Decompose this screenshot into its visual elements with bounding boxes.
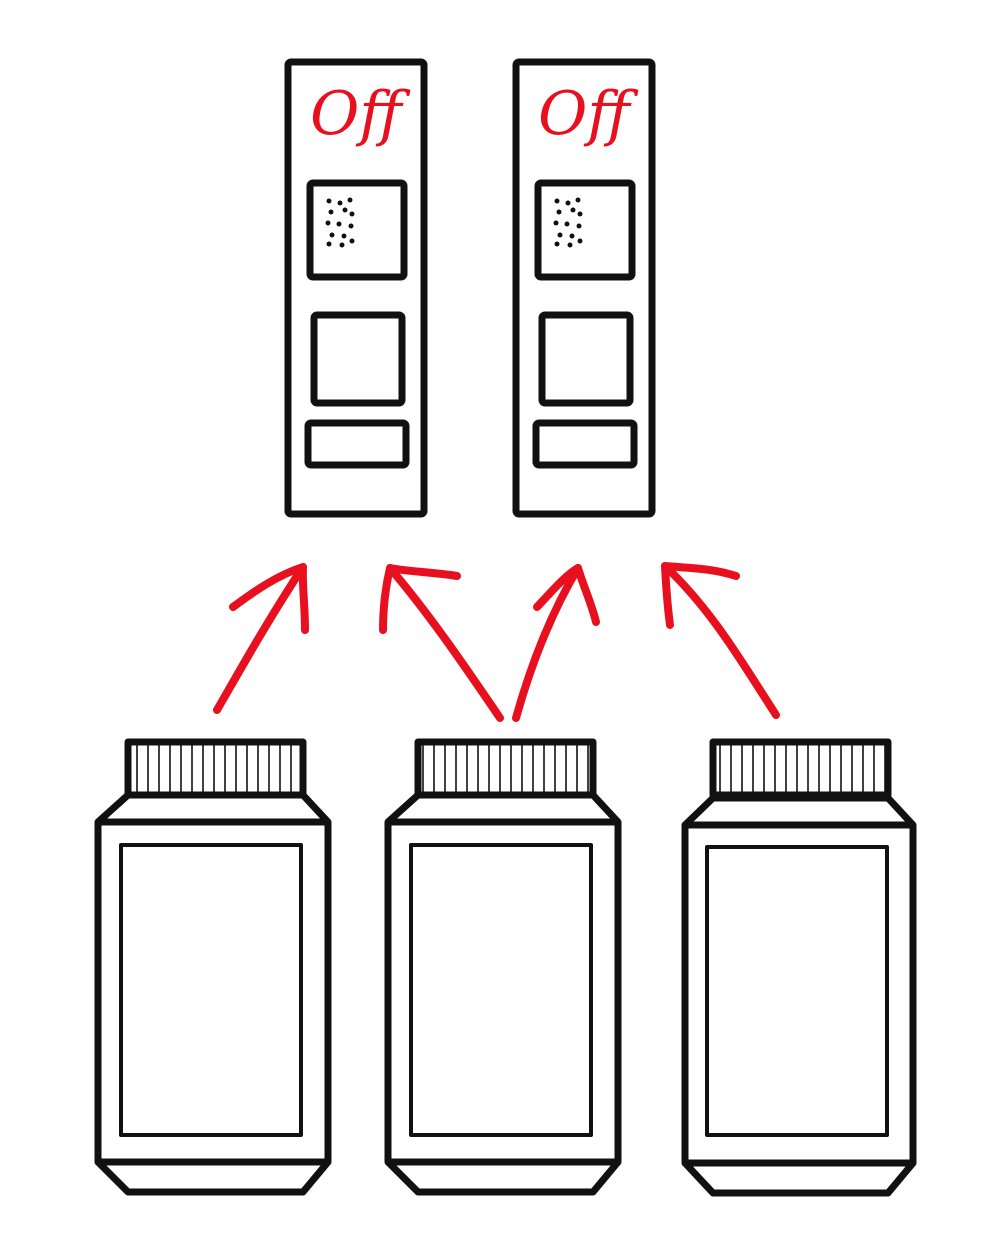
arrows xyxy=(213,562,780,722)
arrow-jar-middle-to-unit-left xyxy=(379,564,504,722)
control-unit-left: Off xyxy=(284,58,428,518)
jar-lid xyxy=(414,738,597,799)
jar-label-area xyxy=(119,843,303,1137)
unit-slot xyxy=(304,419,410,469)
jar-icon xyxy=(681,738,917,1197)
arrow-jar-left-to-unit-left xyxy=(213,563,309,714)
control-unit-right: Off xyxy=(512,58,656,518)
jar-left xyxy=(94,738,332,1196)
status-label: Off xyxy=(310,79,411,149)
unit-body xyxy=(284,58,428,518)
speaker-grille-icon xyxy=(534,179,636,281)
jar-icon xyxy=(94,738,332,1196)
unit-panel xyxy=(538,311,634,407)
jar-label-area xyxy=(409,843,593,1137)
jar-label-area xyxy=(705,845,889,1137)
arrow-jar-right-to-unit-right xyxy=(661,562,780,719)
jar-body xyxy=(681,821,917,1167)
jar-body xyxy=(384,818,622,1166)
speaker-grille-icon xyxy=(306,179,408,281)
status-label: Off xyxy=(538,79,639,149)
unit-slot xyxy=(532,419,638,469)
arrow-jar-middle-to-unit-right xyxy=(512,564,600,722)
jar-icon xyxy=(384,738,622,1196)
jar-right xyxy=(681,738,917,1197)
jar-middle xyxy=(384,738,622,1196)
jar-lid xyxy=(709,738,892,799)
unit-panel xyxy=(310,311,406,407)
jar-body xyxy=(94,818,332,1166)
jar-lid xyxy=(124,738,307,799)
unit-body xyxy=(512,58,656,518)
